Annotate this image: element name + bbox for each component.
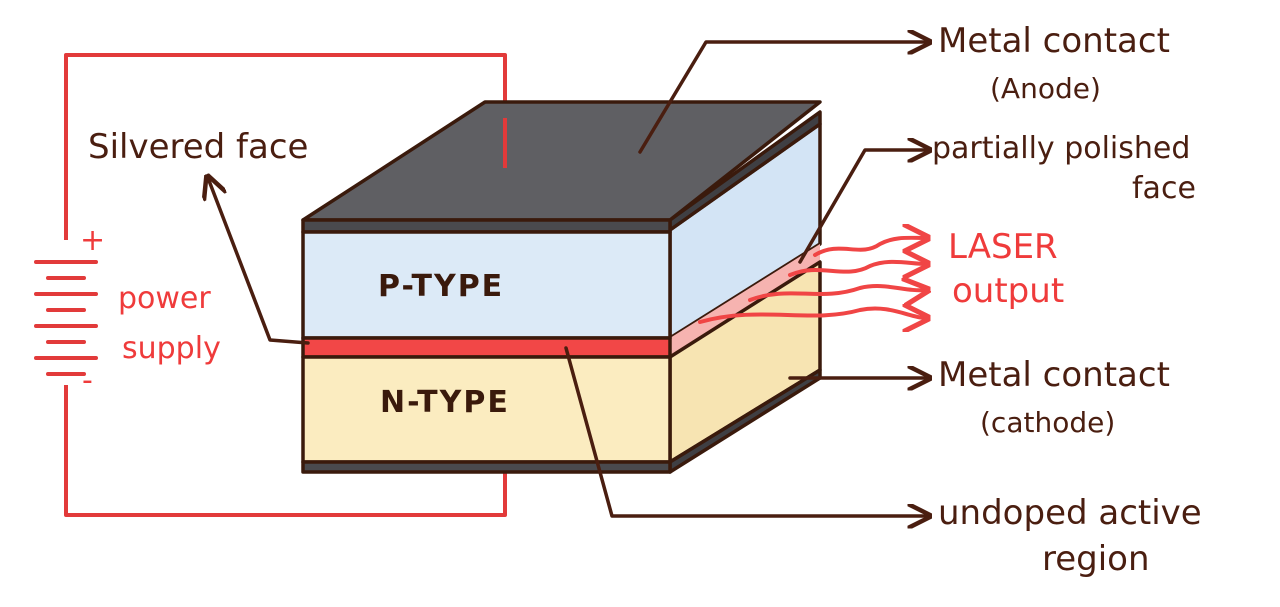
active-region-side [670, 244, 820, 357]
anode-label: (Anode) [990, 72, 1101, 105]
silvered-face-leader [208, 178, 310, 345]
metal-contact-cathode-label: Metal contact [938, 355, 1170, 395]
top-metal-front [301, 218, 672, 234]
silvered-face-label: Silvered face [88, 127, 308, 167]
n-type-layer [301, 355, 672, 464]
power-supply-label-line2: supply [122, 331, 221, 366]
laser-diode-block: P-TYPE N-TYPE [301, 100, 822, 474]
minus-sign: - [82, 363, 93, 398]
cathode-label: (cathode) [980, 406, 1115, 439]
laser-rays [698, 238, 926, 322]
undoped-active-label-line2: region [1042, 539, 1150, 579]
undoped-active-label-line1: undoped active [938, 493, 1202, 533]
p-type-label: P-TYPE [378, 269, 504, 304]
p-type-layer [301, 230, 672, 340]
anode-leader [638, 42, 928, 154]
active-region-leader [564, 346, 928, 516]
n-type-label: N-TYPE [380, 385, 510, 420]
active-region [301, 336, 672, 359]
partially-polished-label-line1: partially polished [932, 131, 1190, 166]
bottom-metal-front [301, 460, 672, 474]
power-supply-label-line1: power [118, 281, 211, 316]
battery-icon [34, 260, 98, 376]
polished-face-leader [798, 150, 928, 264]
plus-sign: + [80, 223, 105, 258]
metal-contact-anode-label: Metal contact [938, 21, 1170, 61]
laser-output-label: output [952, 271, 1064, 311]
partially-polished-label-line2: face [1132, 171, 1196, 206]
laser-label: LASER [948, 227, 1058, 267]
